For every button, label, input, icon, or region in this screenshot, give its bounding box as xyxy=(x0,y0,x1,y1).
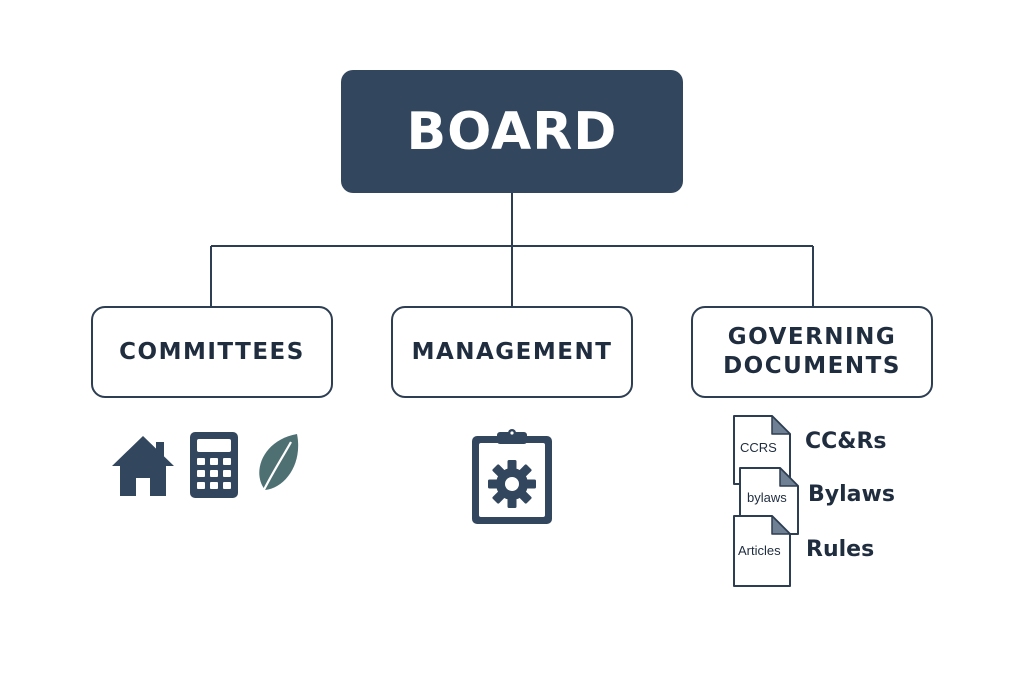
leaf-icon xyxy=(257,434,299,501)
calculator-icon xyxy=(190,432,238,498)
house-icon xyxy=(112,436,174,496)
governing-label-line1: GOVERNING xyxy=(727,324,897,351)
governing-documents-label: GOVERNING DOCUMENTS xyxy=(723,323,901,381)
committees-node: COMMITTEES xyxy=(91,306,333,398)
document-card-ccrs-text: CCRS xyxy=(740,440,777,455)
document-card-articles-text: Articles xyxy=(738,543,781,558)
management-label: MANAGEMENT xyxy=(411,338,613,365)
document-label-rules: Rules xyxy=(806,537,875,562)
governing-documents-node: GOVERNING DOCUMENTS xyxy=(691,306,933,398)
management-node: MANAGEMENT xyxy=(391,306,633,398)
governing-label-line2: DOCUMENTS xyxy=(723,353,901,379)
documents-stack: CCRS bylaws Articles xyxy=(733,415,799,587)
board-label: BOARD xyxy=(406,101,618,162)
document-card-bylaws-text: bylaws xyxy=(747,490,787,505)
document-label-bylaws: Bylaws xyxy=(808,482,895,507)
document-card-articles: Articles xyxy=(733,515,791,587)
document-label-ccrs: CC&Rs xyxy=(805,429,887,454)
committees-label: COMMITTEES xyxy=(119,338,305,365)
clipboard-gear-icon xyxy=(472,429,552,524)
board-node: BOARD xyxy=(341,70,683,193)
